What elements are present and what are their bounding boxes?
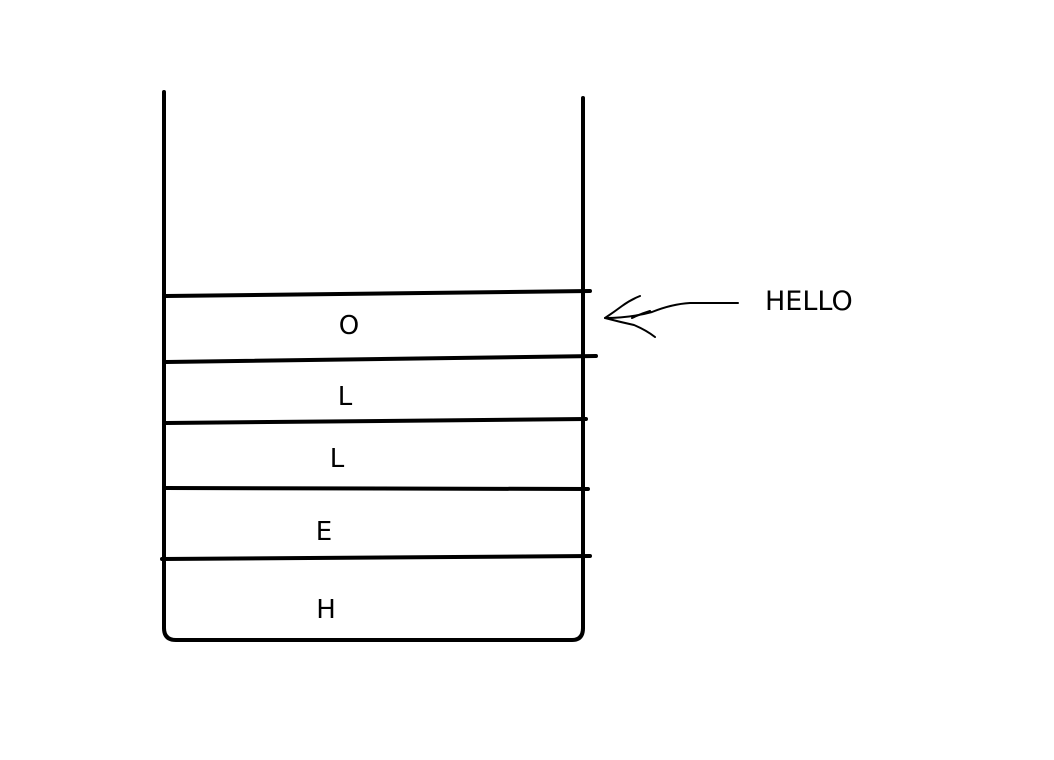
divider-5 [160, 554, 592, 561]
cell-letter: H [316, 595, 336, 625]
divider-2 [164, 354, 598, 364]
divider-1 [164, 289, 592, 298]
push-arrow-icon [604, 295, 739, 338]
input-word-label: HELLO [765, 286, 853, 317]
cell-letter: L [338, 382, 353, 412]
divider-4 [164, 486, 590, 491]
divider-3 [164, 417, 588, 425]
cell-letter: L [330, 444, 345, 474]
cell-letter: E [316, 517, 332, 547]
cell-letter: O [339, 311, 359, 341]
stack-bottom [162, 626, 585, 642]
